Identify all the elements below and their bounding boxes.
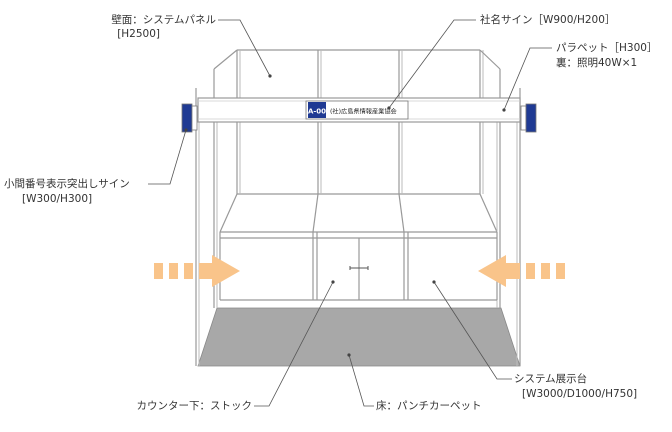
display-stand-size-label: [W3000/D1000/H750] — [522, 388, 638, 400]
parapet-back-label: 裏：照明40W×1 — [556, 57, 638, 69]
floor-label: 床：パンチカーペット — [376, 400, 482, 412]
arrow-left-entry — [154, 255, 240, 287]
counter-stock-label: カウンター下：ストック — [136, 400, 253, 412]
booth-sign-right — [520, 103, 537, 133]
booth-number-badge — [308, 102, 326, 118]
company-sign — [305, 100, 409, 120]
parapet-label: パラペット［H300］ — [556, 42, 658, 54]
company-name-text: (社)広島県情報産業協会 — [330, 108, 397, 116]
arrow-right-entry — [478, 255, 565, 287]
wall-label: 壁面：システムパネル — [111, 14, 216, 26]
booth-sign-left — [181, 103, 198, 133]
booth-sign-label: 小間番号表示突出しサイン — [4, 178, 130, 190]
leader-dots — [184, 74, 506, 357]
floor-carpet — [197, 307, 521, 367]
display-stand — [219, 193, 498, 301]
wall-height-label: [H2500] — [117, 28, 160, 40]
display-stand-label: システム展示台 — [514, 373, 588, 385]
booth-sign-size-label: [W300/H300] — [22, 193, 93, 205]
company-sign-label: 社名サイン［W900/H200］ — [480, 14, 616, 26]
booth-number-text: A-00 — [308, 108, 326, 116]
stand-handle — [349, 266, 369, 270]
leader-lines — [148, 19, 552, 407]
